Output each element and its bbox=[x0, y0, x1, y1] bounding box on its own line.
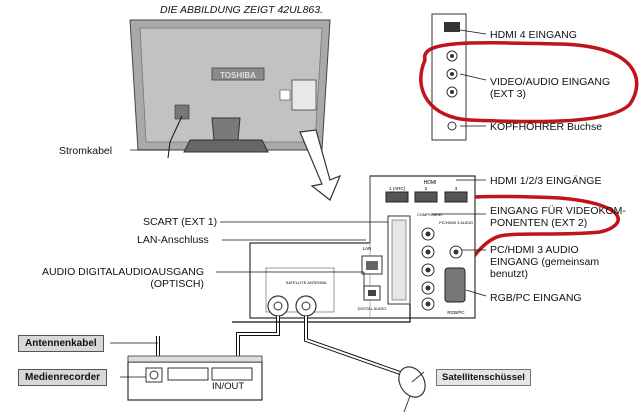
rgb-pc-port bbox=[444, 267, 466, 303]
label-satellitenschuessel: Satellitenschüssel bbox=[436, 369, 531, 386]
scart-cable bbox=[232, 304, 411, 323]
hdmi-port-3 bbox=[444, 191, 468, 203]
label-antennenkabel: Antennenkabel bbox=[18, 335, 104, 352]
label-scart: SCART (EXT 1) bbox=[143, 216, 218, 228]
recorder-scart-2 bbox=[211, 367, 253, 381]
connector-panel: HDMI 1 (ARC) 2 3 COMPONENT PC/HDMI 3 AUD… bbox=[249, 175, 476, 319]
panel-hdmi-2: 2 bbox=[425, 186, 428, 191]
label-in-out: IN/OUT bbox=[212, 381, 245, 392]
red-annotation-top bbox=[419, 41, 639, 124]
tv-side-panel bbox=[291, 79, 317, 111]
label-pc-hdmi3-audio: PC/HDMI 3 AUDIO EINGANG (gemeinsam benut… bbox=[490, 244, 600, 280]
panel-hdmi-header: HDMI bbox=[424, 180, 437, 186]
media-recorder bbox=[127, 355, 263, 401]
panel-digital-audio: DIGITAL AUDIO bbox=[358, 306, 387, 311]
hdmi-port-1 bbox=[385, 191, 409, 203]
satellite-dish bbox=[398, 366, 426, 413]
panel-hdmi-1: 1 (ARC) bbox=[389, 186, 406, 191]
tv-back-view: TOSHIBA bbox=[129, 19, 331, 159]
recorder-scart-1 bbox=[167, 367, 209, 381]
panel-lan: LAN bbox=[363, 246, 372, 251]
zoom-arrow bbox=[299, 129, 342, 201]
label-rgb-pc: RGB/PC EINGANG bbox=[490, 292, 582, 304]
panel-component: COMPONENT bbox=[417, 212, 444, 217]
label-lan: LAN-Anschluss bbox=[137, 234, 209, 246]
label-stromkabel: Stromkabel bbox=[59, 145, 113, 157]
label-videokomponenten: EINGANG FÜR VIDEOKOM- PONENTEN (EXT 2) bbox=[490, 205, 626, 229]
panel-satellite: SATELLITE ANTENNA bbox=[286, 280, 327, 285]
label-audio-digital: AUDIO DIGITALAUDIOAUSGANG (OPTISCH) bbox=[42, 266, 204, 290]
label-kopfhoerer: KOPFHÖHRER Buchse bbox=[490, 121, 603, 133]
hdmi-port-2 bbox=[414, 191, 438, 203]
panel-rgb-pc: RGB/PC bbox=[447, 310, 465, 315]
panel-pc-hdmi3: PC/HDMI 3 AUDIO bbox=[439, 220, 473, 225]
tv-brand: TOSHIBA bbox=[220, 71, 256, 80]
label-hdmi123: HDMI 1/2/3 EINGÄNGE bbox=[490, 175, 602, 187]
figure-caption: DIE ABBILDUNG ZEIGT 42UL863. bbox=[160, 4, 324, 16]
panel-hdmi-3: 3 bbox=[455, 186, 458, 191]
label-hdmi4: HDMI 4 EINGANG bbox=[490, 29, 577, 41]
label-video-audio: VIDEO/AUDIO EINGANG (EXT 3) bbox=[490, 76, 611, 100]
label-medienrecorder: Medienrecorder bbox=[18, 369, 108, 386]
